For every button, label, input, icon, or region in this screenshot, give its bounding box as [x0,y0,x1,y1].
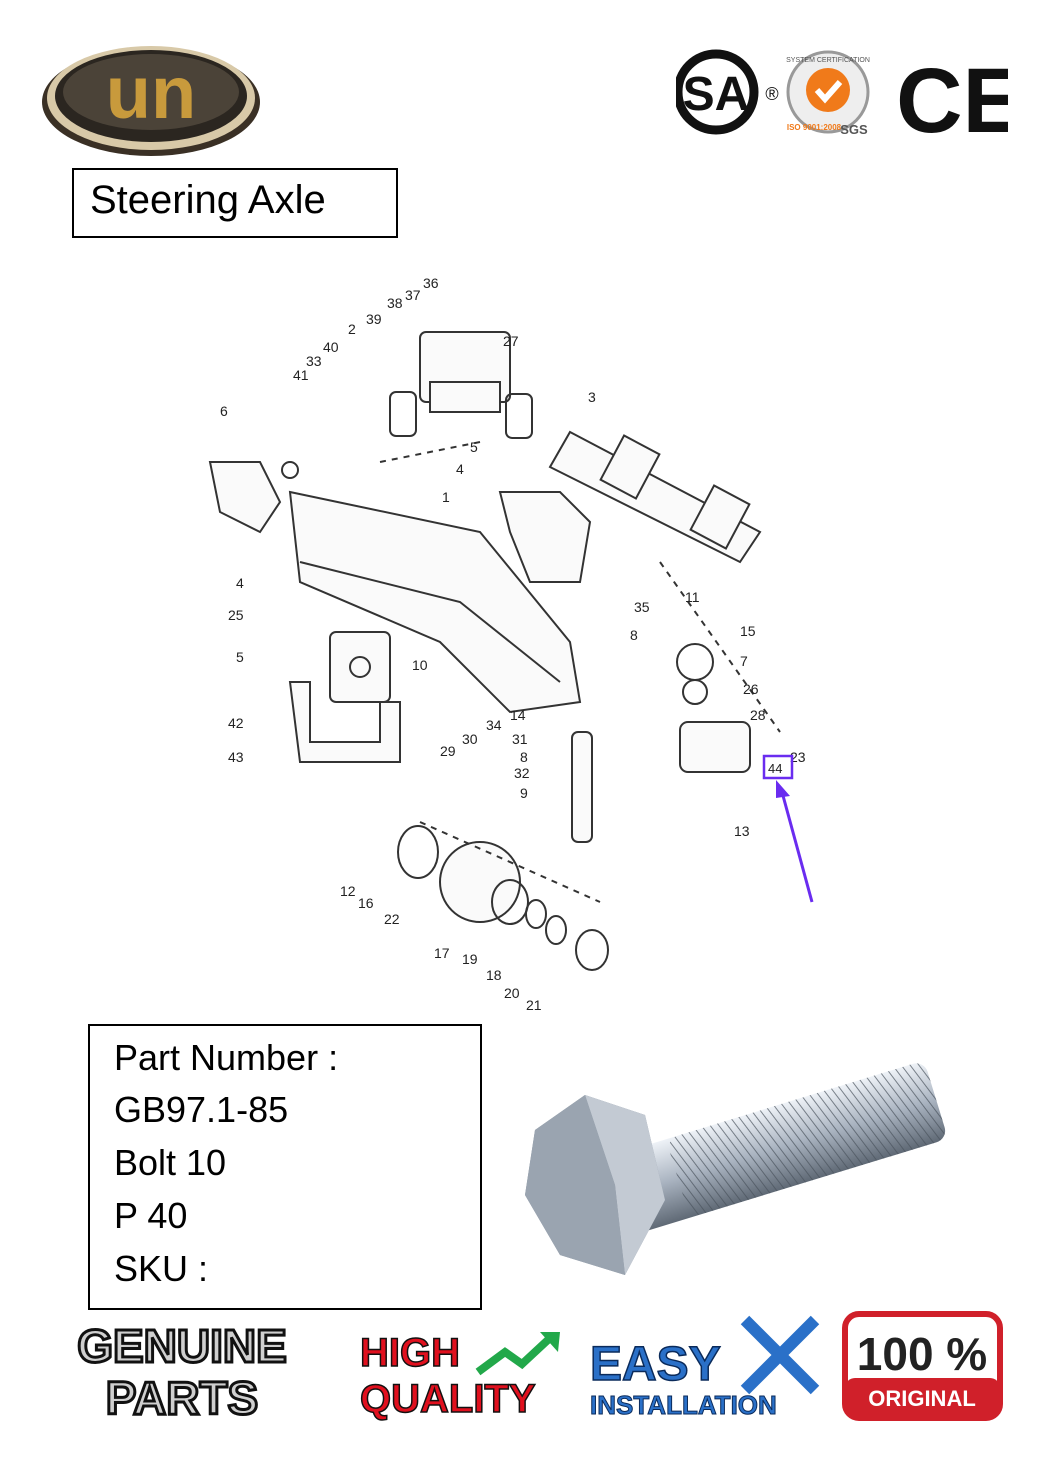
diagram-callout: 38 [387,295,403,311]
diagram-callout: 19 [462,951,478,967]
arrow-head-icon [776,780,790,798]
part-description: Bolt 10 [114,1142,227,1183]
part-number-label: Part Number : [114,1037,339,1078]
highlighted-callout: 44 [768,761,782,776]
diagram-callout: 36 [423,275,439,291]
part-number: GB97.1-85 [114,1089,289,1130]
diagram-callout: 35 [634,599,650,615]
diagram-callout: 28 [750,707,766,723]
diagram-callout: 42 [228,715,244,731]
diagram-callout: 13 [734,823,750,839]
bolt-head [525,1095,665,1275]
sgs-top-text: SYSTEM CERTIFICATION [786,57,870,64]
quality-text: QUALITY [360,1377,536,1421]
sgs-text: SGS [840,122,868,137]
steering-axle-diagram: 36 37 38 39 2 27 40 33 41 3 6 5 4 1 11 3… [208,275,814,1013]
diagram-callout: 14 [510,707,526,723]
highlight-box [762,754,794,780]
part-info-box: Part Number : GB97.1-85 Bolt 10 P 40 SKU… [88,1024,482,1310]
diagram-callout: 3 [588,389,596,405]
diagram-callout: 33 [306,353,322,369]
diagram-callout: 7 [740,653,748,669]
diagram-callout: 9 [520,785,528,801]
iso-text: ISO 9001:2008 [787,123,842,132]
diagram-callout: 20 [504,985,520,1001]
diagram-callout: 31 [512,731,528,747]
sku-label: SKU : [114,1248,209,1289]
ce-mark-icon: CE [896,50,1008,144]
diagram-callout: 25 [228,607,244,623]
diagram-callout: 8 [630,627,638,643]
registered-mark: ® [765,84,778,104]
brand-logo-text: un [106,51,196,134]
tools-icon [740,1315,820,1395]
easy-installation-badge: EASY INSTALLATION [589,1315,820,1421]
diagram-callout: 4 [456,461,464,477]
diagram-callout: 41 [293,367,309,383]
bolt-image [525,1063,946,1275]
installation-text: INSTALLATION [590,1390,777,1420]
certification-logos: SA ® SYSTEM CERTIFICATION ISO 9001:2008 … [676,49,1008,144]
diagram-callout: 17 [434,945,450,961]
diagram-callout: 27 [503,333,519,349]
diagram-callout: 1 [442,489,450,505]
diagram-callout: 40 [323,339,339,355]
genuine-parts-badge: GENUINE PARTS [76,1319,289,1426]
diagram-callout: 8 [520,749,528,765]
diagram-callout: 5 [470,439,478,455]
diagram-callout: 39 [366,311,382,327]
easy-text: EASY [590,1338,721,1391]
diagram-callout: 10 [412,657,428,673]
diagram-callout: 37 [405,287,421,303]
csa-mark-icon: SA ® [676,49,779,135]
diagram-callout: 34 [486,717,502,733]
diagram-callout: 4 [236,575,244,591]
part-position: P 40 [114,1195,188,1236]
page-title: Steering Axle [90,178,326,222]
brand-logo: un [42,46,260,156]
high-text: HIGH [360,1331,460,1375]
original-badge: 100 % ORIGINAL [842,1311,1003,1421]
hundred-percent-text: 100 % [857,1328,987,1380]
diagram-callout: 2 [348,321,356,337]
diagram-callout: 23 [790,749,806,765]
title-box: Steering Axle [72,168,398,238]
diagram-callout: 5 [236,649,244,665]
original-text: ORIGINAL [868,1386,976,1411]
high-quality-badge: HIGH QUALITY [359,1330,560,1422]
diagram-callout: 6 [220,403,228,419]
diagram-callout: 30 [462,731,478,747]
trend-up-icon [475,1335,553,1376]
genuine-text: GENUINE [77,1320,287,1372]
diagram-callout: 11 [685,589,700,605]
ce-text: CE [896,50,1008,144]
badge-row: GENUINE PARTS HIGH QUALITY EASY INSTALLA… [76,1311,1003,1426]
diagram-callout: 12 [340,883,356,899]
diagram-callout: 21 [526,997,542,1013]
diagram-callout: 29 [440,743,456,759]
diagram-callout: 32 [514,765,530,781]
diagram-callout: 43 [228,749,244,765]
sgs-iso-icon: SYSTEM CERTIFICATION ISO 9001:2008 SGS [786,50,870,137]
csa-text: SA [683,68,750,121]
parts-text: PARTS [106,1372,259,1424]
diagram-callout: 18 [486,967,502,983]
diagram-callout: 16 [358,895,374,911]
diagram-callout: 26 [743,681,759,697]
diagram-callout: 15 [740,623,756,639]
pointer-arrow [780,791,814,903]
diagram-callout: 22 [384,911,400,927]
